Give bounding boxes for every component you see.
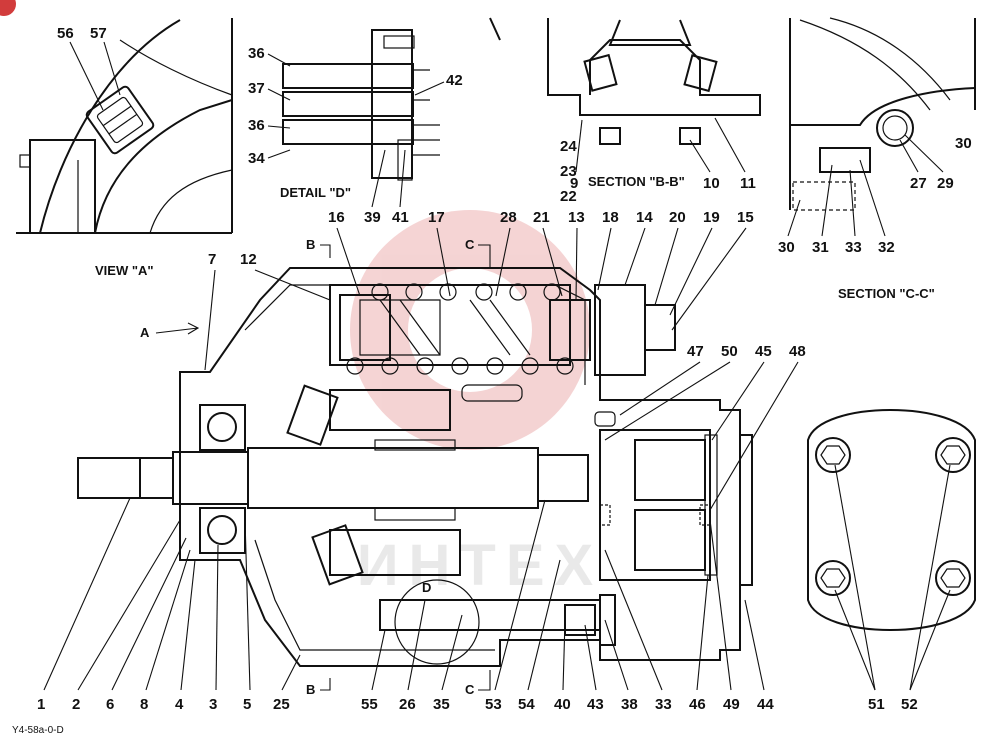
callout-52: 52 (901, 696, 918, 713)
callout-55: 55 (361, 696, 378, 713)
callout-14: 14 (636, 209, 653, 226)
callout-31: 31 (812, 239, 829, 256)
callout-38: 38 (621, 696, 638, 713)
callout-8: 8 (140, 696, 148, 713)
callout-42: 42 (446, 72, 463, 89)
cut-mark-c-top: C (465, 237, 475, 252)
caption-view-a: VIEW "A" (95, 263, 154, 278)
callout-33-bottom: 33 (655, 696, 672, 713)
callout-36-top: 36 (248, 45, 265, 62)
corner-mark (0, 0, 16, 16)
callout-40: 40 (554, 696, 571, 713)
callout-3: 3 (209, 696, 217, 713)
callout-35: 35 (433, 696, 450, 713)
callout-13: 13 (568, 209, 585, 226)
callout-32: 32 (878, 239, 895, 256)
caption-section-cc: SECTION "C-C" (838, 286, 935, 301)
callout-43: 43 (587, 696, 604, 713)
watermark-text: ИНТЕХ (357, 533, 603, 598)
callout-25: 25 (273, 696, 290, 713)
callout-20: 20 (669, 209, 686, 226)
callout-18: 18 (602, 209, 619, 226)
callout-19: 19 (703, 209, 720, 226)
callout-36-mid: 36 (248, 117, 265, 134)
callout-39: 39 (364, 209, 381, 226)
callout-50: 50 (721, 343, 738, 360)
callout-7: 7 (208, 251, 216, 268)
callout-33-top: 33 (845, 239, 862, 256)
callout-23: 23 (560, 163, 577, 180)
callout-46: 46 (689, 696, 706, 713)
callout-54: 54 (518, 696, 535, 713)
callout-56: 56 (57, 25, 74, 42)
callout-6: 6 (106, 696, 114, 713)
detail-d-figure (282, 29, 440, 181)
callout-11: 11 (740, 175, 756, 192)
callout-17: 17 (428, 209, 445, 226)
callout-2: 2 (72, 696, 80, 713)
callout-41: 41 (392, 209, 409, 226)
callout-53: 53 (485, 696, 502, 713)
callout-30-right: 30 (955, 135, 972, 152)
drawing-code: Y4-58a-0-D (12, 725, 64, 736)
cut-mark-c-bottom: C (465, 682, 475, 697)
callout-37: 37 (248, 80, 265, 97)
callout-16: 16 (328, 209, 345, 226)
flange-figure (807, 409, 976, 631)
cut-mark-b-top: B (306, 237, 315, 252)
callout-48: 48 (789, 343, 806, 360)
callout-22: 22 (560, 188, 577, 205)
section-cc-figure (789, 17, 976, 211)
callout-5: 5 (243, 696, 251, 713)
view-a-figure (16, 18, 233, 234)
callout-27: 27 (910, 175, 927, 192)
callout-45: 45 (755, 343, 772, 360)
callout-49: 49 (723, 696, 740, 713)
cut-mark-b-bottom: B (306, 682, 315, 697)
callout-44: 44 (757, 696, 774, 713)
callout-26: 26 (399, 696, 416, 713)
callout-47: 47 (687, 343, 704, 360)
callout-21: 21 (533, 209, 550, 226)
callout-57: 57 (90, 25, 107, 42)
cut-mark-a: A (140, 325, 150, 340)
callout-28: 28 (500, 209, 517, 226)
caption-detail-d: DETAIL "D" (280, 185, 351, 200)
callout-15: 15 (737, 209, 754, 226)
callout-51: 51 (868, 696, 885, 713)
callout-9: 9 (570, 175, 578, 192)
callout-30-left: 30 (778, 239, 795, 256)
callout-24: 24 (560, 138, 577, 155)
callout-10: 10 (703, 175, 720, 192)
callout-29: 29 (937, 175, 954, 192)
pump-main-section (77, 267, 753, 667)
callout-12: 12 (240, 251, 257, 268)
section-bb-figure (489, 17, 761, 145)
callout-1: 1 (37, 696, 45, 713)
callout-34: 34 (248, 150, 265, 167)
caption-section-bb: SECTION "B-B" (588, 174, 685, 189)
callout-4: 4 (175, 696, 184, 713)
detail-marker-d: D (422, 580, 431, 595)
